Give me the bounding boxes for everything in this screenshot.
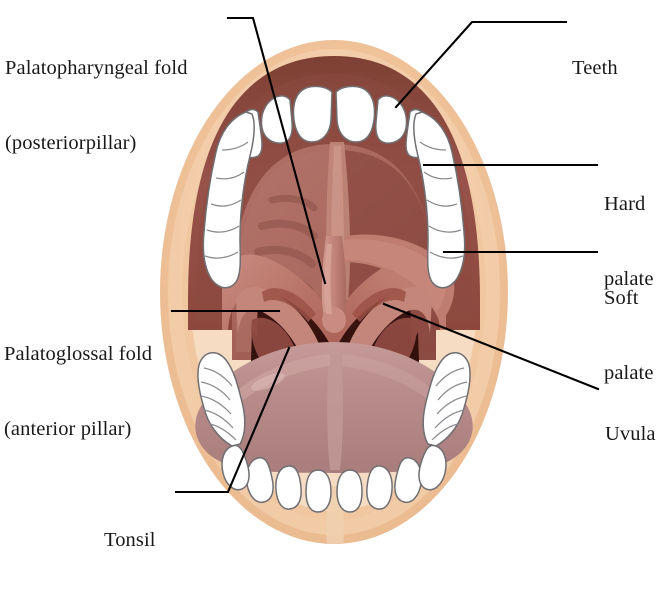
tooth-lower-left-arc: [197, 352, 246, 447]
label-palatoglossal-line2: (anterior pillar): [4, 418, 132, 440]
tooth-upper-right-arc: [413, 111, 466, 289]
label-palatopharyngeal-fold: Palatopharyngeal fold (posteriorpillar): [5, 6, 188, 206]
leader-tonsil: [174, 346, 291, 494]
palatopharyngeal-fold-left: [262, 288, 316, 322]
palatopharyngeal-fold-right: [352, 288, 406, 322]
tooth-upper-left-arc: [202, 111, 255, 289]
label-uvula: Uvula: [605, 372, 656, 497]
soft-palate-band-highlight: [344, 239, 446, 312]
label-palatopharyngeal-line2: (posteriorpillar): [5, 132, 137, 154]
teeth: [197, 85, 471, 513]
upper-left-cusp-lines: [204, 141, 249, 259]
tongue-highlight-right: [342, 354, 436, 400]
tooth-lower-central-left: [305, 469, 332, 513]
label-teeth-line1: Teeth: [572, 57, 618, 79]
label-palatoglossal-fold: Palatoglossal fold (anterior pillar): [4, 292, 152, 492]
tooth-lower-lateral-left: [275, 465, 302, 510]
leader-palatopharyngeal: [226, 16, 327, 285]
label-palatoglossal-line1: Palatoglossal fold: [4, 343, 153, 365]
label-hard-palate-line2: palate: [604, 268, 654, 290]
anatomy-diagram: Palatopharyngeal fold (posteriorpillar) …: [4, 6, 656, 551]
oral-cavity-interior: [186, 56, 482, 544]
tongue-median-sulcus: [327, 346, 343, 470]
label-uvula-line1: Uvula: [605, 423, 656, 445]
label-teeth: Teeth: [572, 6, 618, 131]
leader-teeth: [394, 20, 568, 109]
tooth-lower-premolar-right: [418, 444, 447, 491]
oral-cavity-illustration: [160, 16, 600, 544]
tooth-lower-lateral-right: [366, 465, 393, 510]
label-soft-palate-line1: Soft: [604, 287, 639, 309]
tooth-upper-lateral-right: [375, 95, 408, 144]
leader-lines: [170, 16, 600, 494]
leader-uvula: [382, 302, 600, 391]
label-hard-palate: Hard palate: [604, 142, 654, 342]
label-palatopharyngeal-line1: Palatopharyngeal fold: [5, 57, 188, 79]
soft-palate-left: [222, 254, 334, 352]
tooth-upper-central-left: [292, 85, 333, 143]
label-hard-palate-line1: Hard: [604, 193, 646, 215]
lower-right-cusp-lines: [431, 367, 468, 441]
label-tonsil: Tonsil: [104, 478, 156, 603]
uvula-highlight: [324, 244, 332, 314]
label-soft-palate-line2: palate: [604, 362, 654, 384]
tooth-lower-central-right: [336, 469, 363, 513]
label-tonsil-line1: Tonsil: [104, 529, 156, 551]
tooth-lower-right-arc: [422, 352, 471, 447]
lower-left-cusp-lines: [200, 367, 237, 441]
upper-right-cusp-lines: [419, 141, 464, 259]
label-soft-palate: Soft palate: [604, 236, 654, 436]
tooth-upper-central-right: [335, 85, 376, 143]
